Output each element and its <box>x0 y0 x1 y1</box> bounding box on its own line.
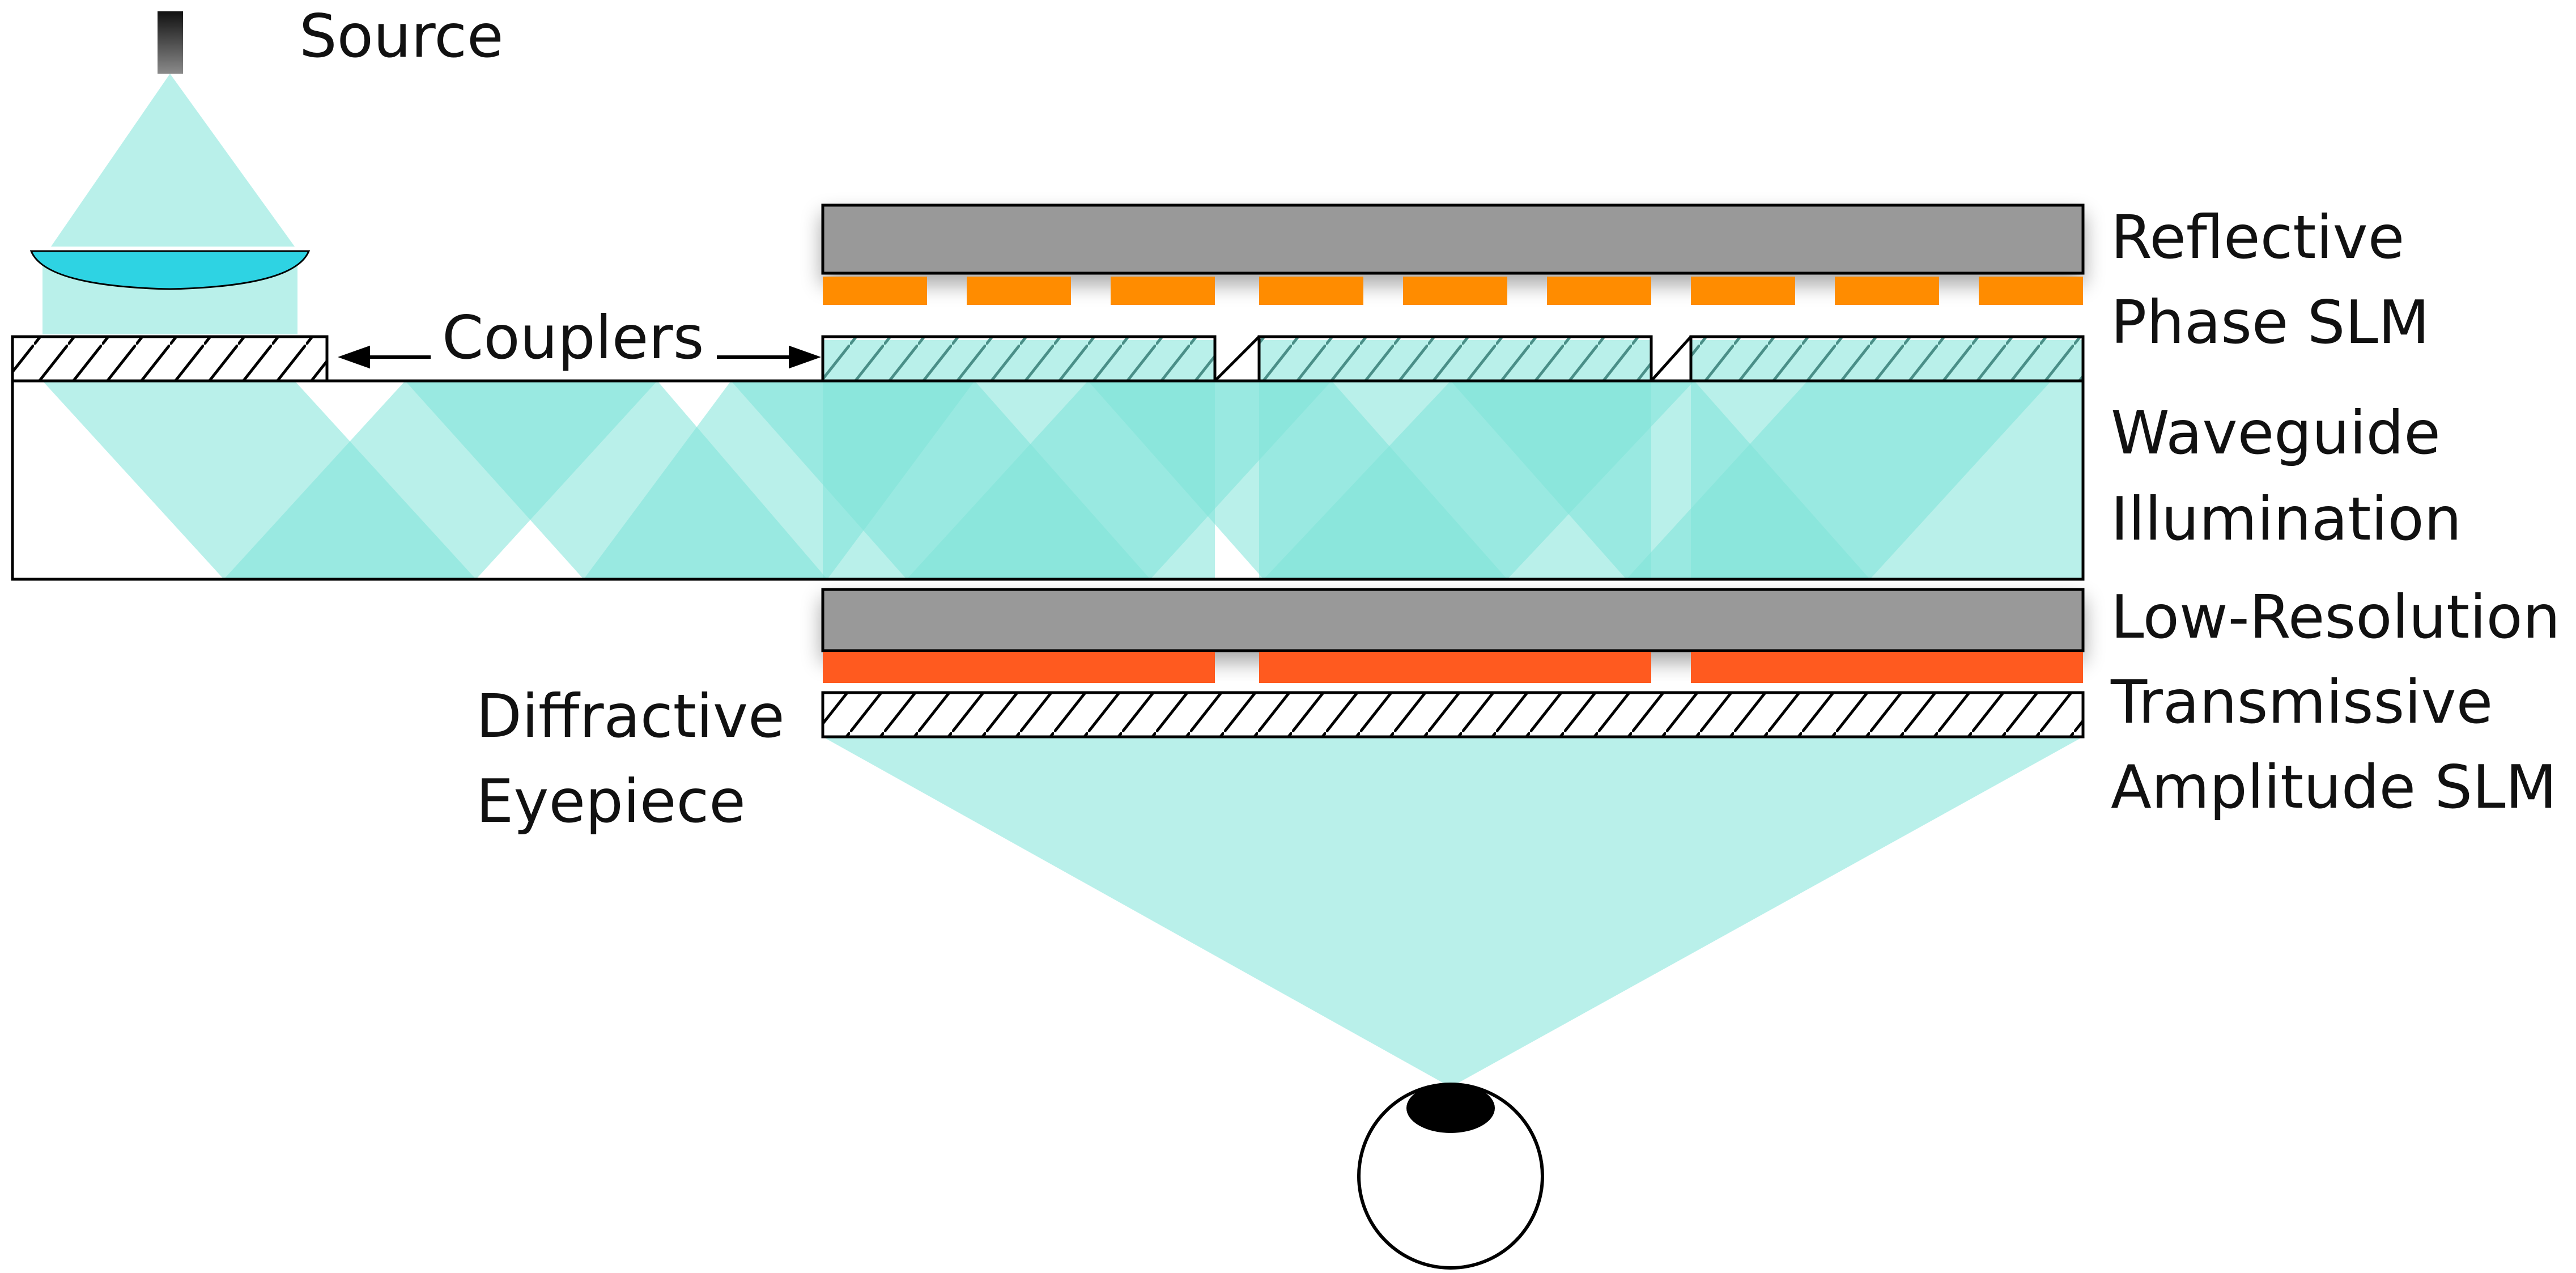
amplitude-pixel <box>823 652 1215 683</box>
light-source <box>158 11 183 74</box>
label-phase-slm-line2: Phase SLM <box>2111 288 2430 357</box>
phase-pixel <box>1403 277 1507 305</box>
output-coupler-2 <box>1257 335 1653 383</box>
reflective-phase-slm <box>821 203 2085 275</box>
pupil <box>1406 1083 1495 1133</box>
eye <box>1357 1083 1544 1270</box>
phase-pixel <box>1835 277 1939 305</box>
output-coupler-3 <box>1689 335 2085 383</box>
phase-pixel <box>1111 277 1215 305</box>
phase-pixel <box>1691 277 1795 305</box>
label-amplitude-slm-line3: Amplitude SLM <box>2111 753 2557 822</box>
label-source: Source <box>299 2 504 71</box>
label-eyepiece-line2: Eyepiece <box>476 767 746 836</box>
phase-slm-body <box>821 203 2085 275</box>
label-amplitude-slm-line1: Low-Resolution <box>2111 583 2560 652</box>
label-eyepiece-line1: Diffractive <box>476 682 785 751</box>
amplitude-slm-body <box>821 588 2085 652</box>
amplitude-pixel <box>1691 652 2083 683</box>
source-light-cone <box>51 74 295 247</box>
amplitude-slm-pixels <box>823 652 2083 683</box>
label-couplers: Couplers <box>442 303 704 372</box>
phase-slm-pixels <box>823 277 2083 305</box>
phase-pixel <box>823 277 927 305</box>
phase-pixel <box>1259 277 1363 305</box>
label-phase-slm-line1: Reflective <box>2111 203 2404 272</box>
label-amplitude-slm-line2: Transmissive <box>2110 668 2493 737</box>
collimating-lens <box>29 250 311 290</box>
couplers-arrows <box>338 345 821 369</box>
phase-pixel <box>967 277 1071 305</box>
phase-pixel <box>1547 277 1651 305</box>
label-waveguide-line1: Waveguide <box>2111 398 2441 468</box>
amplitude-slm <box>821 588 2085 652</box>
label-waveguide-line2: Illumination <box>2111 485 2462 554</box>
diffractive-eyepiece <box>821 691 2085 739</box>
light-beams <box>42 74 2083 1087</box>
phase-pixel <box>1979 277 2083 305</box>
eyepiece-light-cone <box>823 737 2083 1087</box>
amplitude-pixel <box>1259 652 1651 683</box>
input-coupler <box>11 335 329 383</box>
output-coupler-1 <box>821 335 1217 383</box>
